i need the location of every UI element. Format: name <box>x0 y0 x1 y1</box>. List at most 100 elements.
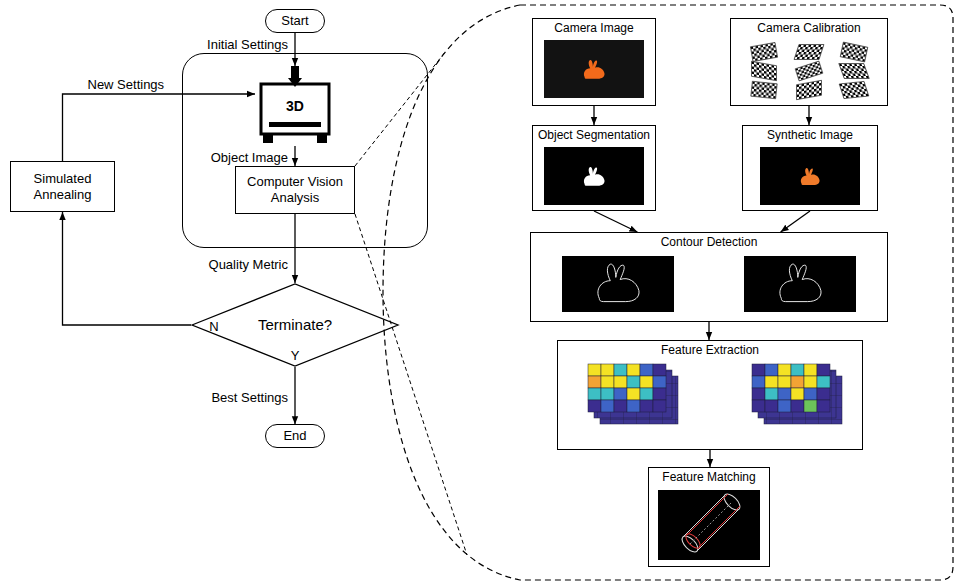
connector-group <box>63 33 811 467</box>
process-text: Simulated Annealing <box>16 171 109 202</box>
feature-heatmap-part <box>778 364 791 376</box>
feature-heatmap <box>752 364 842 424</box>
step-panel: Camera Calibration <box>730 18 888 106</box>
step-panel: Object Segmentation <box>532 125 656 211</box>
flow-arrow <box>294 367 295 424</box>
checkerboard-set-part <box>839 64 869 79</box>
feature-heatmap-part <box>791 388 804 400</box>
printer-frame <box>261 84 329 134</box>
feature-heatmap-part <box>640 376 653 388</box>
matching-render-part-part <box>687 494 728 535</box>
edge-label: Best Settings <box>210 390 289 406</box>
checkerboard-set-part <box>840 42 868 62</box>
matching-render-part-part <box>699 506 740 547</box>
feature-heatmap-part <box>614 364 627 376</box>
feature-heatmap-part <box>588 376 601 388</box>
flow-arrow <box>594 211 637 232</box>
feature-heatmap-part <box>804 364 817 376</box>
feature-heatmap-part <box>640 364 653 376</box>
feature-heatmap-part <box>653 364 666 376</box>
feature-heatmap-part <box>791 376 804 388</box>
flow-arrow <box>708 322 709 340</box>
segmentation-mask-part <box>584 167 605 186</box>
flow-arrow <box>709 450 710 467</box>
printer-foot <box>263 134 273 143</box>
printer-bed <box>269 122 321 127</box>
feature-heatmap-part <box>601 364 614 376</box>
process-box: Computer Vision Analysis <box>235 166 355 214</box>
edge-label: Initial Settings <box>206 37 289 53</box>
feature-heatmap-part <box>601 400 614 412</box>
flow-arrow <box>294 33 295 66</box>
feature-heatmap-part <box>627 388 640 400</box>
flow-arrow <box>808 106 809 125</box>
feature-heatmap-part <box>765 400 778 412</box>
printer-text: 3D <box>286 98 304 115</box>
printer-icon: 3D <box>255 66 335 146</box>
feature-heatmap-part <box>778 400 791 412</box>
checkerboard-set-part <box>750 42 777 61</box>
synthetic-render <box>760 147 860 205</box>
step-panel: Contour Detection <box>530 232 888 322</box>
feature-heatmap <box>588 364 678 424</box>
feature-heatmap-part <box>817 388 830 400</box>
step-panel: Feature Extraction <box>557 340 863 450</box>
feature-heatmap-part <box>614 400 627 412</box>
contour-image-part <box>744 256 856 312</box>
terminal-pill: Start <box>265 9 325 33</box>
contour-image-part <box>598 264 639 302</box>
feature-heatmap-part <box>752 400 765 412</box>
branch-label: Y <box>290 348 301 364</box>
step-panel: Camera Image <box>532 18 656 106</box>
feature-heatmap-part <box>765 376 778 388</box>
feature-heatmap-part <box>752 376 765 388</box>
printer-nozzle <box>291 66 299 78</box>
checkerboard-set-part <box>751 81 777 99</box>
feature-heatmap-part <box>765 364 778 376</box>
camera-photo <box>544 40 644 98</box>
camera-photo-part <box>544 40 644 98</box>
terminal-text: Start <box>281 13 308 29</box>
feature-heatmap-part <box>601 388 614 400</box>
feature-heatmap-part <box>804 388 817 400</box>
feature-heatmap-part <box>817 364 830 376</box>
zoom-leader <box>355 214 467 555</box>
contour-image-part <box>780 264 821 302</box>
matching-render-part <box>658 490 760 560</box>
branch-label: N <box>208 319 219 335</box>
feature-heatmap-part <box>817 376 830 388</box>
feature-heatmap-part <box>791 400 804 412</box>
feature-heatmap-part <box>817 400 830 412</box>
feature-heatmap-part <box>752 388 765 400</box>
flow-arrow <box>781 211 810 232</box>
zoom-leader <box>355 51 446 166</box>
feature-heatmap-part <box>804 400 817 412</box>
feature-heatmap-part <box>778 388 791 400</box>
printer-foot <box>317 134 327 143</box>
checkerboard-set-part <box>752 61 777 80</box>
diamond-outline <box>192 284 398 366</box>
decision-text: Terminate? <box>258 316 332 334</box>
feature-heatmap-part <box>791 364 804 376</box>
flow-arrow <box>294 146 295 166</box>
panel-heading: Object Segmentation <box>538 128 650 142</box>
zoom-region <box>383 5 953 580</box>
flow-arrow <box>294 214 295 283</box>
process-box: Simulated Annealing <box>10 161 115 212</box>
checkerboard-set <box>750 42 869 100</box>
flow-arrow <box>593 106 594 125</box>
synthetic-render-part <box>801 168 820 185</box>
checkerboard-set-part <box>794 45 824 60</box>
matching-render-part-part <box>690 502 732 544</box>
feature-heatmap-part <box>640 400 653 412</box>
panel-heading: Camera Image <box>554 21 633 35</box>
feature-heatmap-part <box>588 364 601 376</box>
feature-heatmap-part <box>765 388 778 400</box>
edge-label: Object Image <box>210 150 289 166</box>
edge-label: Quality Metric <box>208 257 289 273</box>
feature-heatmap-part <box>653 376 666 388</box>
feature-heatmap-part <box>752 364 765 376</box>
terminal-text: End <box>283 428 306 444</box>
matching-render <box>658 490 760 560</box>
feature-heatmap-part <box>627 400 640 412</box>
